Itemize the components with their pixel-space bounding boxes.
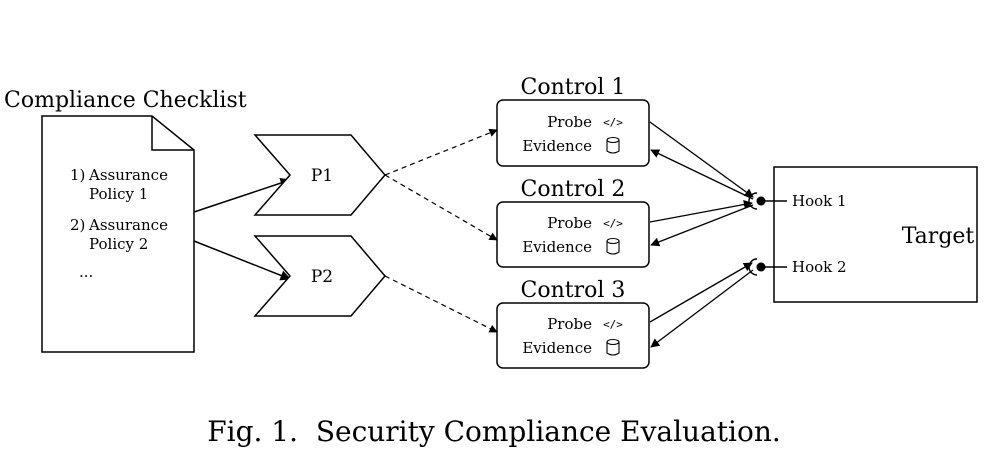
evidence-label: Evidence — [522, 339, 592, 357]
control-2: Control 2 Probe </> Evidence — [496, 177, 650, 268]
chevron-shape — [253, 134, 386, 216]
database-icon — [606, 136, 620, 154]
evidence-label: Evidence — [522, 137, 592, 155]
dashed-arrow-p1-to-control2 — [384, 174, 498, 241]
code-icon: </> — [603, 217, 623, 230]
target-box — [773, 166, 978, 303]
arrow-control3-probe-to-hook2 — [649, 262, 753, 323]
document-shape — [41, 115, 195, 353]
compliance-checklist: Compliance Checklist 1) Assurance Policy… — [4, 88, 247, 353]
chevron-shape — [253, 235, 386, 317]
checklist-item1-num: 1) — [70, 166, 85, 184]
checklist-item1-line1: Assurance — [88, 166, 168, 184]
process-label: P1 — [311, 166, 333, 186]
control-3: Control 3 Probe </> Evidence — [496, 278, 650, 369]
checklist-ellipsis: ... — [79, 263, 93, 281]
target: Target Hook 1 Hook 2 — [748, 166, 978, 303]
evidence-label: Evidence — [522, 238, 592, 256]
control-box — [496, 99, 650, 167]
control-box — [496, 201, 650, 268]
dashed-arrow-p1-to-control1 — [384, 128, 498, 176]
arrow-hook2-to-control3-evidence — [650, 269, 754, 348]
control-title: Control 2 — [521, 177, 626, 202]
checklist-item2-line2: Policy 2 — [89, 235, 148, 253]
database-icon — [606, 237, 620, 255]
figure-caption: Fig. 1. Security Compliance Evaluation. — [207, 415, 781, 448]
process-p1: P1 — [253, 134, 386, 216]
control-1: Control 1 Probe </> Evidence — [496, 75, 650, 167]
control-box — [496, 302, 650, 369]
target-label: Target — [902, 224, 975, 249]
probe-label: Probe — [547, 315, 592, 333]
hook-2-socket-icon — [748, 258, 766, 276]
hook-label: Hook 1 — [792, 192, 847, 210]
process-p2: P2 — [253, 235, 386, 317]
code-icon: </> — [603, 318, 623, 331]
checklist-item2-num: 2) — [70, 216, 85, 234]
arrow-hook1-to-control2-evidence — [650, 204, 754, 247]
control-title: Control 3 — [521, 278, 626, 303]
dashed-arrow-p2-to-control3 — [384, 275, 498, 333]
arrow-checklist-to-p1 — [193, 178, 291, 213]
process-label: P2 — [311, 267, 333, 287]
arrow-control2-probe-to-hook1 — [649, 200, 753, 223]
checklist-title: Compliance Checklist — [4, 88, 247, 113]
arrow-hook1-to-control1-evidence — [650, 149, 754, 200]
probe-label: Probe — [547, 214, 592, 232]
document-fold — [151, 116, 194, 151]
probe-label: Probe — [547, 113, 592, 131]
checklist-item2-line1: Assurance — [88, 216, 168, 234]
arrow-control1-probe-to-hook1 — [649, 121, 754, 198]
code-icon: </> — [603, 116, 623, 129]
control-title: Control 1 — [521, 75, 626, 100]
hook-label: Hook 2 — [792, 258, 847, 276]
database-icon — [606, 338, 620, 356]
arrow-checklist-to-p2 — [193, 240, 291, 281]
checklist-item1-line2: Policy 1 — [89, 185, 148, 203]
